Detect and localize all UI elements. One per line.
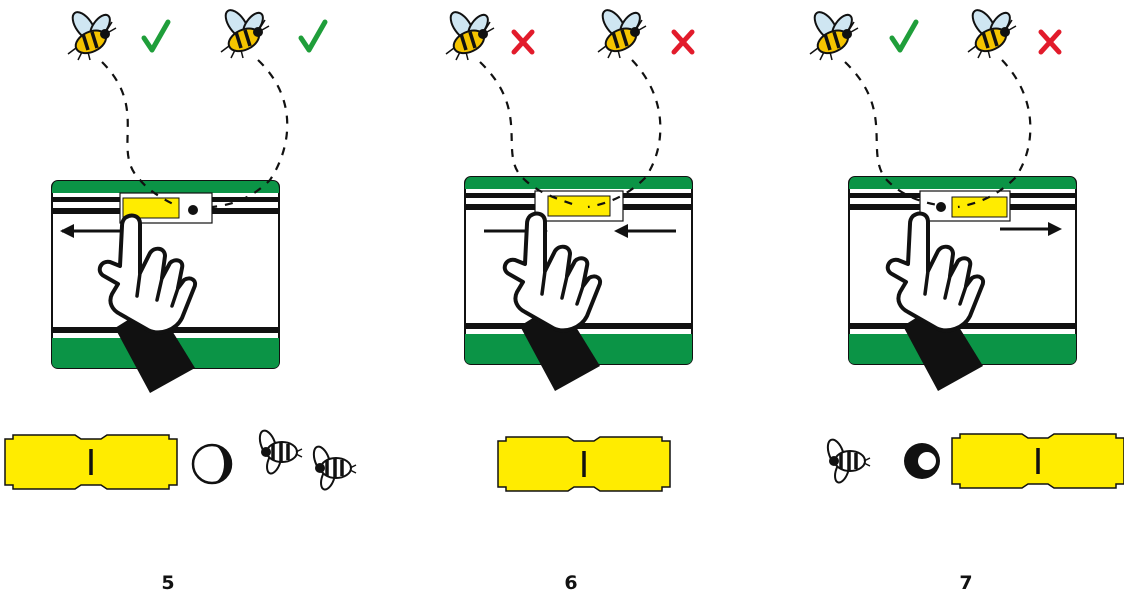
bee-flight-path [844, 61, 939, 207]
check-icon [301, 22, 325, 50]
bee-icon [808, 6, 860, 62]
bee-icon [219, 4, 271, 60]
bee-flight-path [479, 61, 576, 207]
bee-icon [822, 435, 872, 487]
panel-step-5: 5 [3, 4, 358, 594]
bee-icon [444, 6, 496, 62]
panel-step-6: 6 [444, 4, 693, 594]
bee-flight-path [957, 59, 1032, 209]
bee-icon [596, 4, 648, 60]
entrance-board [464, 176, 693, 365]
arrow-icon [1000, 222, 1062, 236]
check-icon [144, 22, 168, 50]
yellow-slider-icon [3, 433, 179, 491]
step-number: 5 [161, 572, 174, 594]
bee-flight-path [101, 61, 176, 206]
cross-icon [514, 32, 532, 52]
bee-icon [966, 4, 1018, 60]
bee-icon [254, 426, 304, 478]
step-number: 7 [959, 572, 972, 594]
bee-icon [308, 442, 358, 494]
yellow-slider-icon [950, 432, 1124, 490]
bee-flight-path [211, 59, 289, 209]
check-icon [892, 22, 916, 50]
arrow-icon [614, 224, 676, 238]
bee-flight-path [587, 59, 662, 209]
panel-step-7: 7 [808, 4, 1124, 594]
yellow-slider-icon [496, 435, 672, 493]
arrow-icon [60, 224, 124, 238]
cross-icon [674, 32, 692, 52]
bee-icon [66, 6, 118, 62]
cross-icon [1041, 32, 1059, 52]
step-number: 6 [564, 572, 577, 594]
